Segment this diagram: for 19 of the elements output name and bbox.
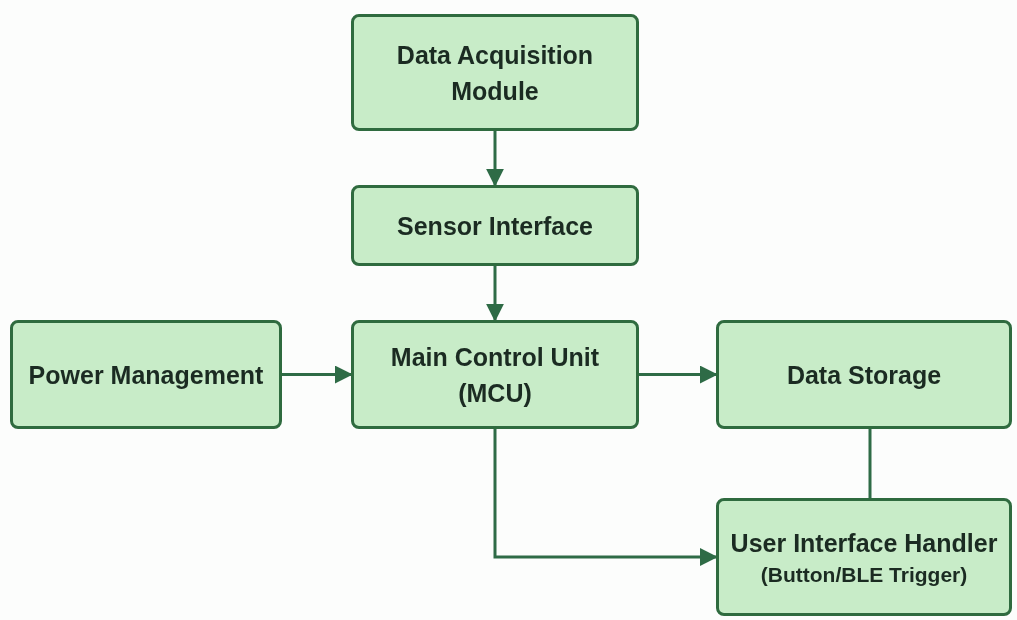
box-title: Main Control Unit (MCU) [389,341,601,409]
box-title: Power Management [28,359,264,391]
process-box [716,320,1012,429]
arrow [486,266,504,322]
connector-line [868,429,872,498]
arrow [282,365,353,384]
box-title: Data Acquisition Module [395,39,595,107]
process-box [10,320,282,429]
process-box [716,498,1012,616]
arrow [493,429,718,566]
box-subtitle: (Button/BLE Trigger) [760,562,968,588]
box-title: User Interface Handler [730,528,998,559]
arrow [639,365,718,384]
box-title: Data Storage [786,359,942,391]
process-box [351,185,639,266]
process-box [351,14,639,131]
arrow [486,131,504,187]
process-box [351,320,639,429]
box-title: Sensor Interface [397,210,593,242]
